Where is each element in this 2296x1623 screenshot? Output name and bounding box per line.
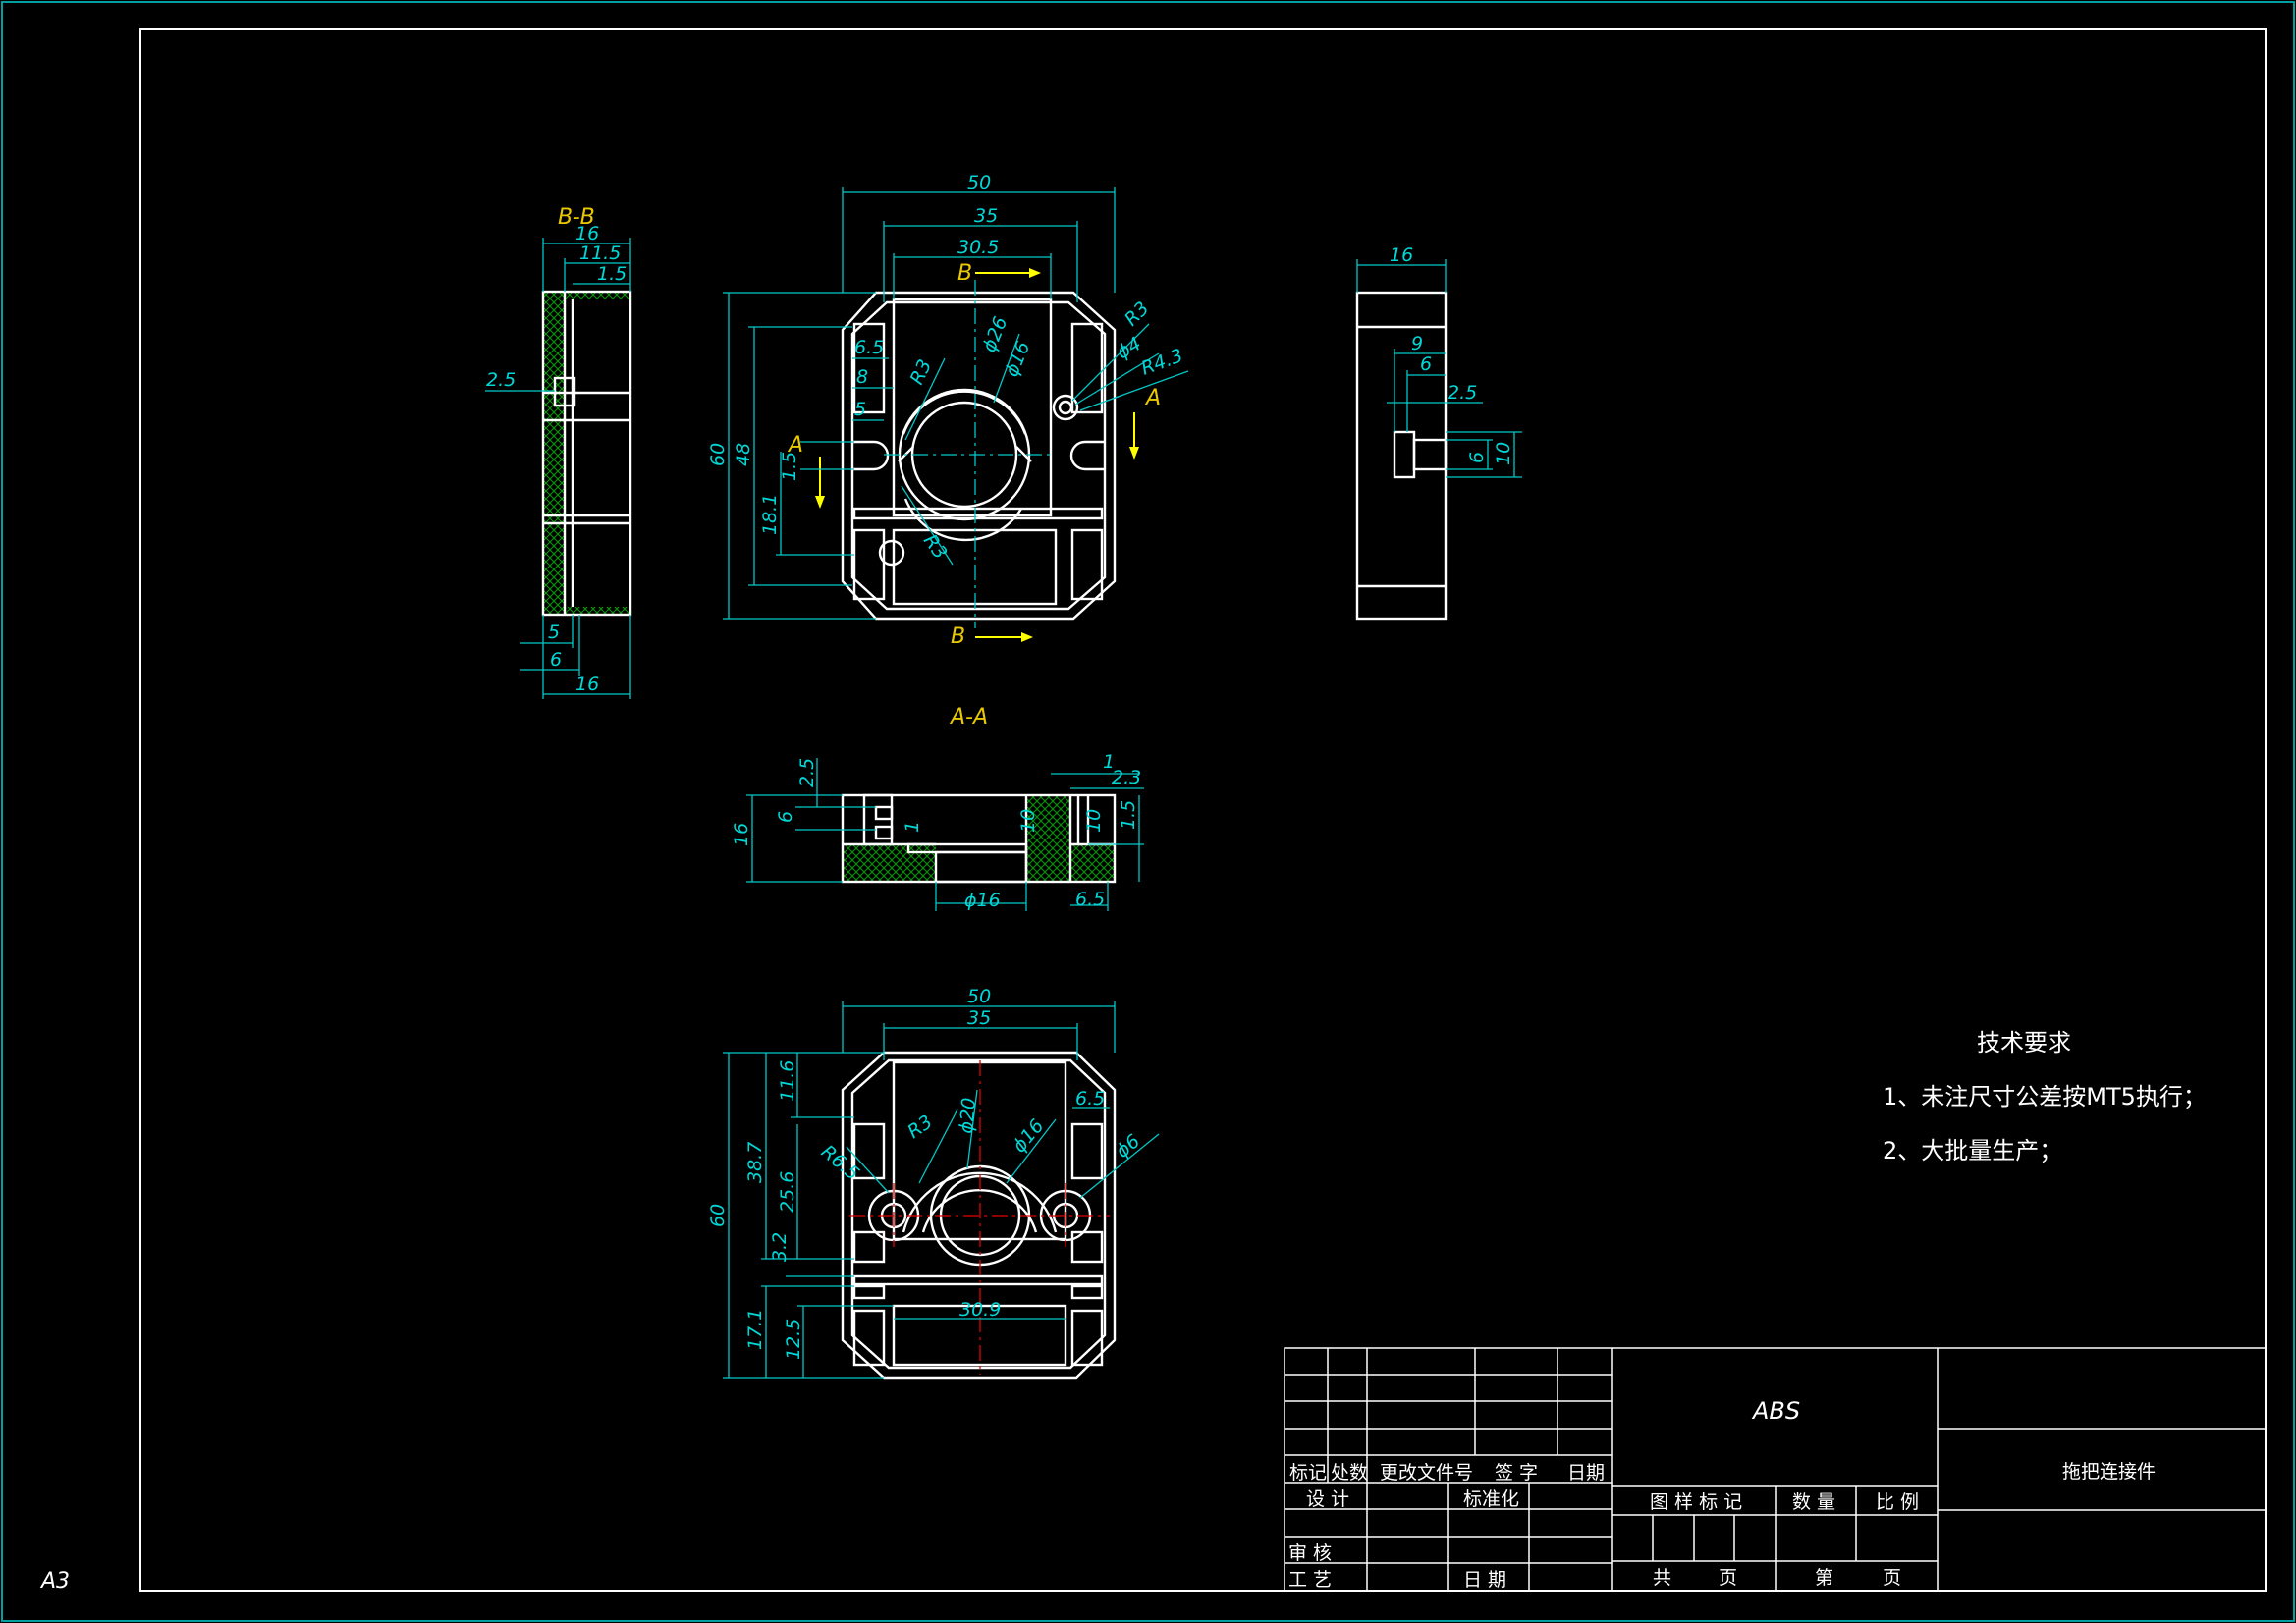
dim-bb-16b: 16 <box>575 674 599 695</box>
section-aa-view: A-A 16 6 2.5 1 10 10 1 2.3 1.5 <box>731 705 1144 911</box>
tb-header-sign: 签 字 <box>1495 1462 1538 1484</box>
dim-bot-38-7: 38.7 <box>744 1142 766 1183</box>
dim-5: 5 <box>854 399 866 420</box>
dim-bot-phi16: ϕ16 <box>1009 1115 1048 1157</box>
dim-bot-12-5: 12.5 <box>783 1319 804 1360</box>
dim-bb-11-5: 11.5 <box>579 243 621 264</box>
title-block: 标记 处数 更改文件号 签 字 日期 设 计 标准化 审 核 工 艺 日 期 A… <box>1284 1347 2267 1592</box>
dim-r3-a: R3 <box>906 356 937 388</box>
section-b-top: B <box>957 261 972 286</box>
dim-8: 8 <box>856 366 868 388</box>
dim-side-2-5: 2.5 <box>1448 382 1477 404</box>
dim-aa-10: 10 <box>1017 809 1039 833</box>
dim-aa-1: 1 <box>902 821 923 833</box>
dim-18-1: 18.1 <box>759 494 781 535</box>
dim-bb-16: 16 <box>575 223 599 244</box>
tb-header-change: 更改文件号 <box>1380 1462 1473 1484</box>
tb-page: 页 <box>1719 1567 1737 1589</box>
tb-material: ABS <box>1751 1397 1800 1425</box>
section-bb-label: B-B <box>558 205 595 230</box>
tb-nth: 第 <box>1815 1567 1833 1589</box>
dim-r3-b: R3 <box>1121 298 1153 330</box>
dim-aa-2-5: 2.5 <box>796 758 818 787</box>
dim-bb-5: 5 <box>548 622 560 643</box>
section-a-left: A <box>787 433 803 458</box>
tb-part-name: 拖把连接件 <box>2062 1461 2156 1483</box>
dim-side-6b: 6 <box>1466 452 1488 463</box>
tb-date: 日 期 <box>1463 1569 1506 1591</box>
dim-aa-6: 6 <box>775 811 796 823</box>
tb-drawing-mark: 图 样 标 记 <box>1650 1491 1742 1513</box>
tb-header-mark: 标记 <box>1289 1462 1327 1484</box>
dim-top-30-5: 30.5 <box>957 237 999 258</box>
section-b-bottom: B <box>951 624 965 649</box>
dim-phi16: ϕ16 <box>1001 339 1034 380</box>
dim-bot-6-5: 6.5 <box>1075 1088 1105 1109</box>
tb-header-count: 处数 <box>1331 1462 1368 1484</box>
dim-bot-60: 60 <box>707 1204 729 1227</box>
top-view: 50 35 30.5 B B A A 60 48 18. <box>707 172 1189 649</box>
dim-1-5: 1.5 <box>779 452 800 481</box>
tb-design: 设 计 <box>1306 1488 1349 1510</box>
side-view: 16 9 6 2.5 6 10 <box>1355 244 1522 621</box>
technical-requirements: 技术要求 1、未注尺寸公差按MT5执行； 2、大批量生产； <box>1883 1029 2207 1164</box>
dim-bb-1-5: 1.5 <box>597 263 627 285</box>
notes-title: 技术要求 <box>1977 1029 2071 1056</box>
dim-r3-c: R3 <box>919 530 952 563</box>
dim-side-16: 16 <box>1390 244 1413 266</box>
section-bb-view: B-B 16 11.5 1.5 2.5 5 6 16 <box>485 205 632 699</box>
note-item-1: 1、未注尺寸公差按MT5执行； <box>1883 1083 2207 1110</box>
dim-aa-1b: 1 <box>1103 751 1115 773</box>
dim-top-50: 50 <box>967 172 991 193</box>
dim-bot-r3: R3 <box>903 1111 936 1144</box>
dim-aa-10b: 10 <box>1083 809 1105 833</box>
dim-aa-6-5: 6.5 <box>1075 889 1105 910</box>
dim-top-35: 35 <box>974 205 998 227</box>
tb-standard: 标准化 <box>1463 1488 1519 1510</box>
dim-aa-2-3: 2.3 <box>1112 767 1141 788</box>
dim-bot-17-1: 17.1 <box>744 1309 766 1350</box>
dim-bot-50: 50 <box>967 986 991 1007</box>
tb-process: 工 艺 <box>1288 1569 1332 1591</box>
dim-side-6: 6 <box>1420 353 1432 375</box>
tb-qty: 数 量 <box>1792 1491 1835 1513</box>
dim-bot-3-2: 3.2 <box>769 1232 791 1262</box>
dim-bb-2-5: 2.5 <box>486 369 516 391</box>
dim-bot-phi6: ϕ6 <box>1112 1130 1144 1163</box>
drawing-frame <box>139 28 2267 1592</box>
dim-side-10: 10 <box>1493 442 1514 465</box>
tb-page2: 页 <box>1883 1567 1901 1589</box>
note-item-2: 2、大批量生产； <box>1883 1137 2062 1164</box>
dim-6-5: 6.5 <box>854 337 884 358</box>
tb-header-date: 日期 <box>1567 1462 1605 1484</box>
section-a-right: A <box>1144 386 1161 410</box>
dim-bot-phi20: ϕ20 <box>956 1097 980 1134</box>
dim-aa-16: 16 <box>731 823 752 846</box>
bottom-view: 50 35 60 38.7 11.6 25.6 3.2 17.1 12.5 30… <box>707 986 1160 1380</box>
tb-review: 审 核 <box>1288 1542 1332 1564</box>
dim-bot-30-9: 30.9 <box>959 1299 1001 1321</box>
dim-aa-phi16: ϕ16 <box>964 890 1001 911</box>
dim-bot-35: 35 <box>967 1007 991 1029</box>
tb-total: 共 <box>1653 1567 1671 1589</box>
sheet-size-label: A3 <box>39 1569 70 1594</box>
dim-side-9: 9 <box>1411 333 1423 354</box>
tb-scale: 比 例 <box>1876 1491 1919 1513</box>
dim-48: 48 <box>733 443 754 466</box>
section-aa-label: A-A <box>949 705 988 730</box>
dim-aa-1-5: 1.5 <box>1118 800 1139 830</box>
dim-bot-11-6: 11.6 <box>777 1060 798 1102</box>
dim-bot-25-6: 25.6 <box>777 1171 798 1213</box>
dim-60: 60 <box>707 443 729 466</box>
dim-phi26: ϕ26 <box>978 314 1011 355</box>
dim-bb-6: 6 <box>550 649 562 671</box>
